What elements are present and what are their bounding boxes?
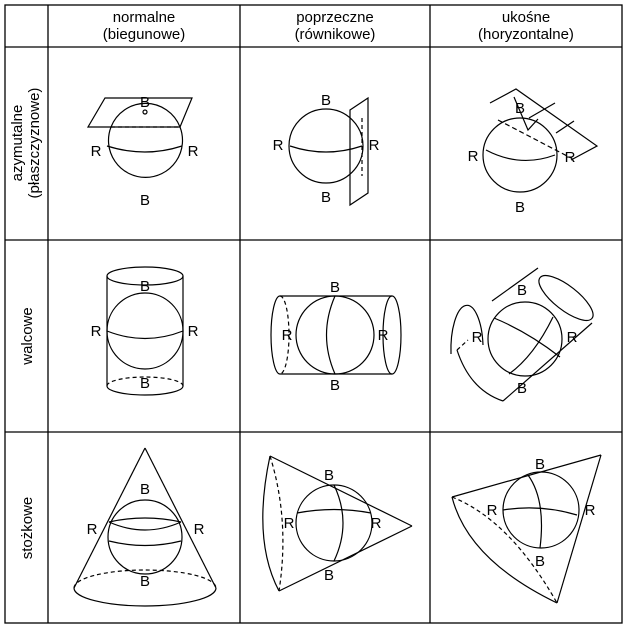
- mark-b: B: [535, 456, 545, 473]
- mark-b: B: [321, 189, 331, 206]
- mark-r: R: [91, 323, 102, 340]
- mark-b: B: [140, 192, 150, 209]
- cylindrical-oblique-figure: [450, 267, 594, 402]
- mark-b: B: [330, 377, 340, 394]
- mark-r: R: [91, 143, 102, 160]
- mark-r: R: [567, 329, 578, 346]
- mark-b: B: [140, 375, 150, 392]
- mark-r: R: [487, 502, 498, 519]
- mark-b: B: [140, 94, 150, 111]
- mark-b: B: [140, 573, 150, 590]
- column-header-normal-sub: (biegunowe): [103, 26, 186, 43]
- azimuthal-normal-figure: [86, 97, 193, 178]
- mark-b: B: [330, 279, 340, 296]
- mark-b: B: [324, 467, 334, 484]
- mark-r: R: [585, 502, 596, 519]
- row-header-azimuthal: azymutalne: [9, 105, 26, 182]
- mark-r: R: [194, 521, 205, 538]
- mark-r: R: [188, 323, 199, 340]
- mark-r: R: [282, 327, 293, 344]
- column-header-oblique-sub: (horyzontalne): [478, 26, 574, 43]
- mark-r: R: [468, 148, 479, 165]
- mark-r: R: [472, 329, 483, 346]
- conic-oblique-figure: [451, 454, 602, 604]
- column-header-oblique: ukośne: [502, 9, 550, 26]
- mark-b: B: [535, 553, 545, 570]
- cylindrical-normal-figure: [106, 266, 184, 396]
- azimuthal-transverse-figure: [288, 96, 369, 207]
- mark-b: B: [517, 380, 527, 397]
- column-header-normal: normalne: [113, 9, 176, 26]
- mark-b: B: [517, 282, 527, 299]
- row-header-azimuthal-sub: (płaszczyznowe): [26, 88, 43, 199]
- row-header-cylindrical: walcowe: [19, 307, 36, 366]
- row-header-conic: stożkowe: [19, 497, 36, 560]
- column-header-transverse-sub: (równikowe): [295, 26, 376, 43]
- mark-b: B: [140, 481, 150, 498]
- mark-r: R: [273, 137, 284, 154]
- mark-b: B: [515, 199, 525, 216]
- azimuthal-oblique-figure: [482, 88, 599, 193]
- cylindrical-transverse-figure: [270, 295, 402, 375]
- table-grid: [4, 4, 623, 624]
- mark-r: R: [369, 137, 380, 154]
- conic-transverse-figure: [262, 455, 413, 592]
- mark-b: B: [515, 100, 525, 117]
- mark-r: R: [284, 515, 295, 532]
- mark-r: R: [371, 515, 382, 532]
- mark-r: R: [565, 149, 576, 166]
- mark-r: R: [378, 327, 389, 344]
- column-header-transverse: poprzeczne: [296, 9, 374, 26]
- conic-normal-figure: [73, 447, 217, 607]
- mark-b: B: [321, 92, 331, 109]
- mark-b: B: [140, 278, 150, 295]
- mark-b: B: [324, 567, 334, 584]
- mark-r: R: [87, 521, 98, 538]
- mark-r: R: [188, 143, 199, 160]
